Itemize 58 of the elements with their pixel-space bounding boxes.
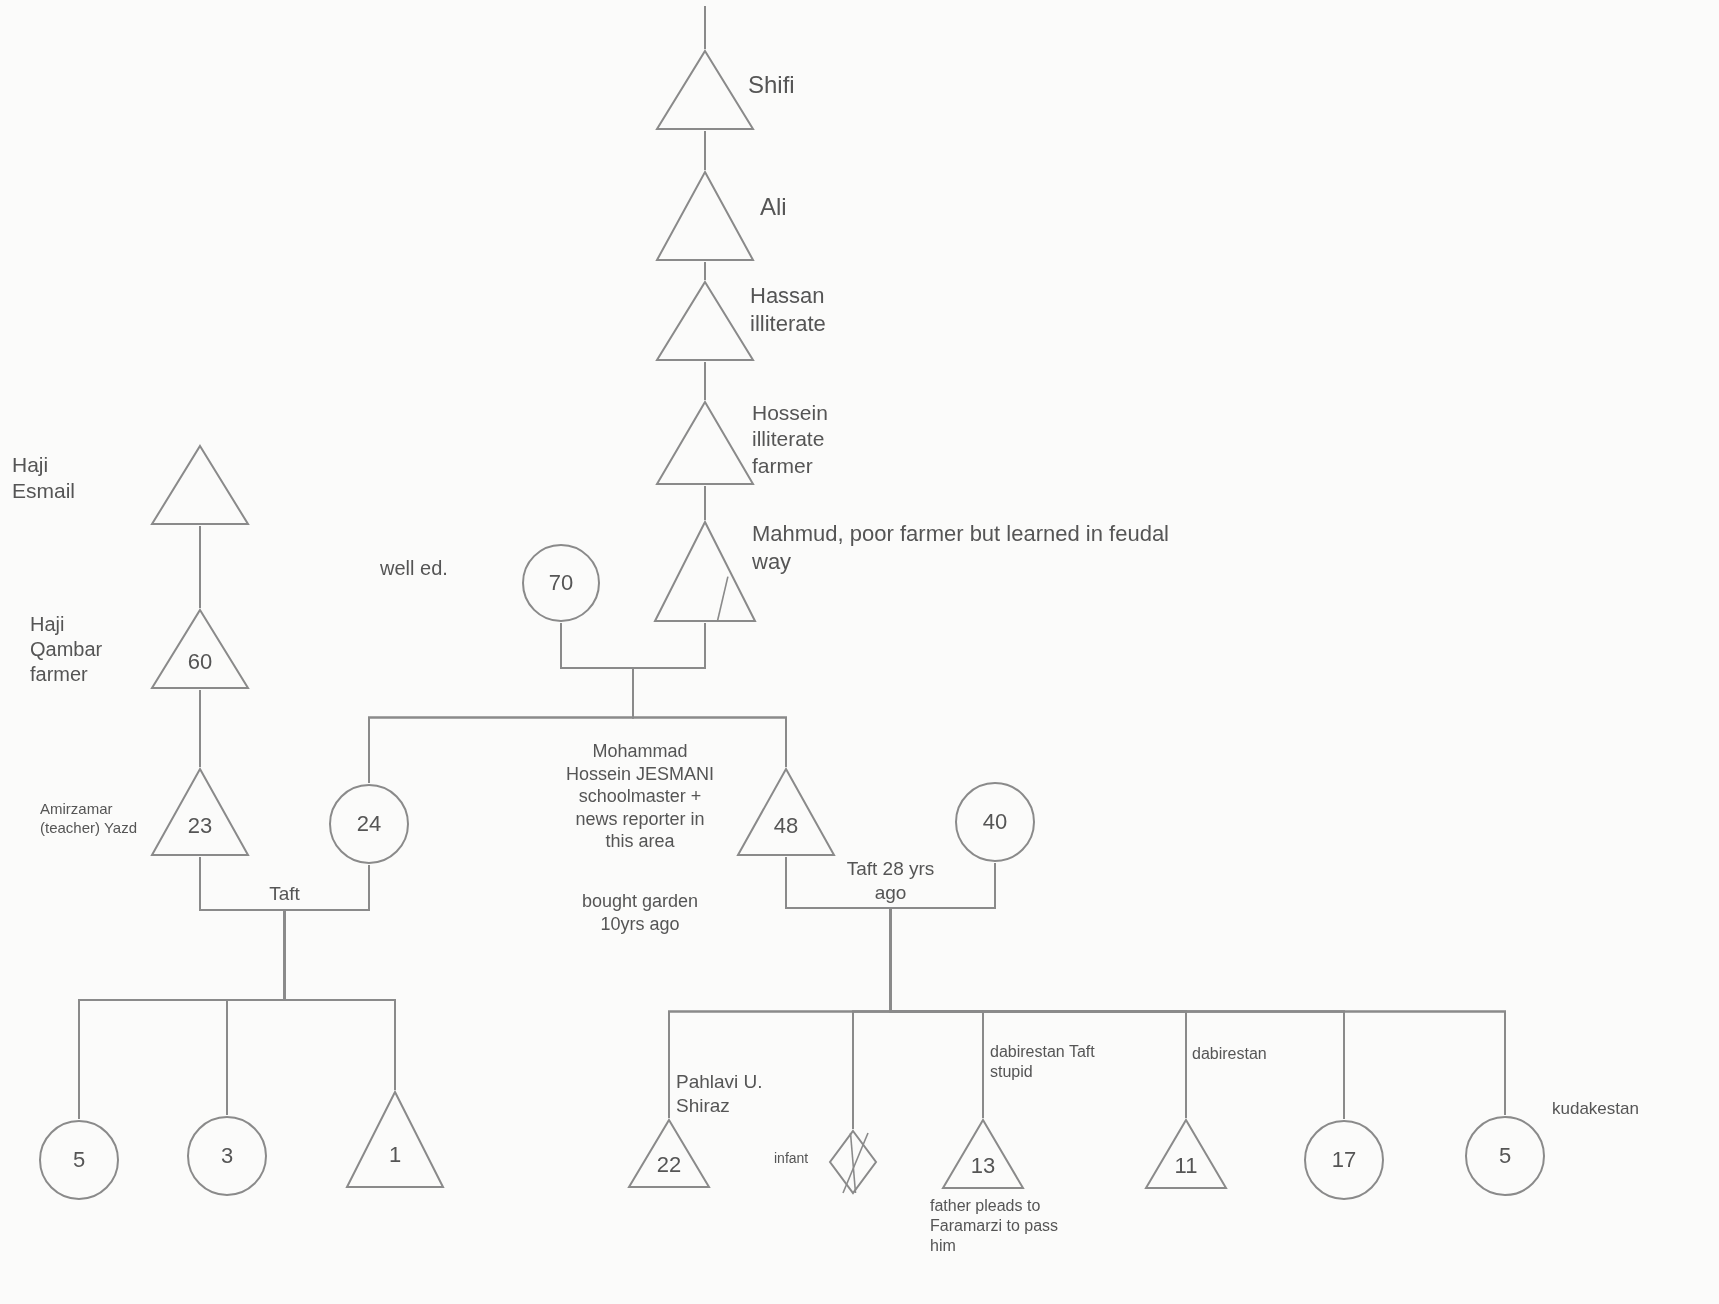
person-annotation: well ed. xyxy=(380,556,449,581)
person-annotation: Pahlavi U. Shiraz xyxy=(676,1070,764,1118)
age-number: 13 xyxy=(970,1154,996,1177)
female-circle xyxy=(1303,1119,1385,1201)
age-number: 11 xyxy=(1174,1154,1198,1177)
age-number: 22 xyxy=(656,1153,682,1176)
kinship-line xyxy=(704,130,706,171)
person-annotation: Mohammad Hossein JESMANI schoolmaster + news reporter in this area xyxy=(564,740,715,853)
female-circle xyxy=(186,1115,268,1197)
person-annotation: Shifi xyxy=(748,70,796,100)
person-annotation: bought garden 10yrs ago xyxy=(580,890,700,935)
person-annotation: Haji Esmail xyxy=(12,452,76,505)
male-triangle xyxy=(627,1118,711,1189)
age-number: 1 xyxy=(388,1144,402,1167)
male-triangle xyxy=(1144,1118,1228,1190)
age-number: 3 xyxy=(220,1145,234,1167)
person-annotation: Amirzamar (teacher) Yazd xyxy=(40,800,138,838)
age-number: 70 xyxy=(548,572,574,594)
person-annotation: Haji Qambar farmer xyxy=(30,612,104,687)
kinship-line xyxy=(283,864,396,1091)
female-circle xyxy=(38,1119,120,1201)
male-triangle xyxy=(150,444,250,526)
female-circle xyxy=(521,543,601,623)
age-number: 48 xyxy=(773,815,799,838)
male-triangle xyxy=(736,767,836,857)
kinship-line xyxy=(199,525,201,609)
male-triangle xyxy=(655,170,755,262)
diamond-symbol xyxy=(828,1129,878,1195)
female-circle xyxy=(954,781,1036,863)
person-annotation: father pleads to Faramarzi to pass him xyxy=(930,1196,1060,1256)
female-circle xyxy=(328,783,410,865)
person-annotation: Ali xyxy=(760,192,788,222)
age-number: 5 xyxy=(1498,1145,1512,1167)
kinship-line xyxy=(704,5,706,50)
person-annotation: dabirestan xyxy=(1192,1044,1268,1064)
person-annotation: Hossein illiterate farmer xyxy=(752,400,829,479)
kinship-line xyxy=(704,361,706,401)
age-number: 23 xyxy=(187,815,213,838)
kinship-line xyxy=(704,261,706,281)
person-annotation: Hassan illiterate xyxy=(750,282,827,337)
kinship-line xyxy=(199,689,201,768)
kinship-line xyxy=(704,485,706,521)
male-triangle xyxy=(150,608,250,690)
kinship-line xyxy=(632,622,787,768)
male-triangle xyxy=(150,767,250,857)
person-annotation: dabirestan Taft stupid xyxy=(990,1042,1096,1082)
male-triangle xyxy=(941,1118,1025,1190)
person-annotation: kudakestan xyxy=(1552,1098,1640,1120)
age-number: 60 xyxy=(187,651,213,674)
age-number: 5 xyxy=(72,1149,86,1171)
age-number: 40 xyxy=(982,811,1008,833)
kinship-line xyxy=(889,862,1506,1116)
age-number: 17 xyxy=(1331,1149,1357,1171)
person-annotation: infant xyxy=(774,1150,810,1168)
male-triangle xyxy=(345,1090,445,1189)
age-number: 24 xyxy=(356,813,382,835)
person-annotation: Mahmud, poor farmer but learned in feudal way xyxy=(752,520,1170,575)
female-circle xyxy=(1464,1115,1546,1197)
